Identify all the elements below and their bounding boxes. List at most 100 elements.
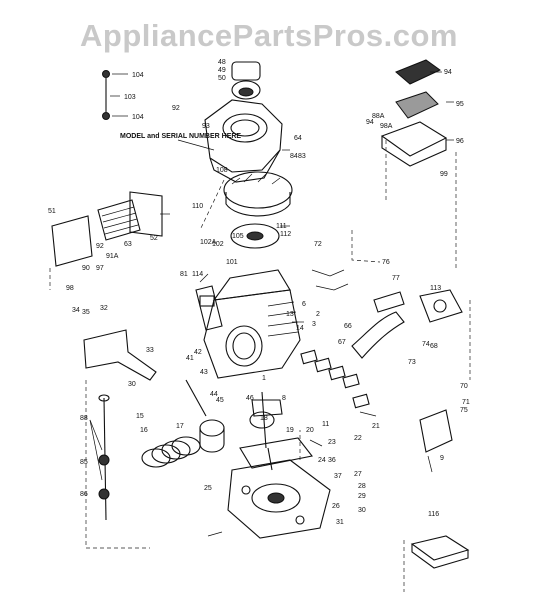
- part-label-42: 42: [194, 349, 202, 356]
- part-label-98: 98: [66, 285, 74, 292]
- part-label-43: 43: [200, 369, 208, 376]
- part-label-75: 75: [460, 407, 468, 414]
- part-label-74: 74: [422, 341, 430, 348]
- part-label-102: 102: [212, 241, 224, 248]
- part-label-6: 6: [302, 301, 306, 308]
- part-label-97: 97: [96, 265, 104, 272]
- part-label-116: 116: [428, 511, 439, 518]
- part-label-102a: 102A: [200, 239, 217, 246]
- part-label-25: 25: [204, 485, 212, 492]
- part-label-21: 21: [372, 423, 380, 430]
- part-label-46: 46: [246, 395, 254, 402]
- part-label-14: 14: [296, 325, 304, 332]
- part-label-35: 35: [82, 309, 90, 316]
- part-label-113: 113: [430, 285, 441, 292]
- part-label-29: 29: [358, 493, 366, 500]
- part-label-81: 81: [180, 271, 188, 278]
- carburetor: [419, 289, 463, 323]
- part-label-3: 3: [312, 321, 316, 328]
- part-label-20: 20: [306, 427, 314, 434]
- piston-rings: [141, 436, 201, 468]
- part-label-37: 37: [334, 473, 342, 480]
- muffler: [195, 285, 223, 331]
- part-number-labels: 104103104484950929394959698A9499648388A8…: [48, 59, 470, 526]
- part-label-90: 90: [82, 265, 90, 272]
- governor-linkage: [311, 269, 405, 313]
- part-label-30: 30: [128, 381, 136, 388]
- sump-gasket: [239, 437, 313, 469]
- valve-gaskets: [300, 349, 370, 409]
- part-label-9: 9: [440, 455, 444, 462]
- part-label-18: 18: [260, 415, 268, 422]
- part-label-2: 2: [316, 311, 320, 318]
- part-label-105: 105: [232, 233, 244, 240]
- part-label-44: 44: [210, 391, 218, 398]
- part-label-93: 93: [202, 123, 210, 130]
- rod-studs: [102, 70, 110, 120]
- part-label-51: 51: [48, 208, 56, 215]
- part-label-32: 32: [100, 305, 108, 312]
- part-label-104: 104: [132, 114, 144, 121]
- part-label-1: 1: [262, 375, 266, 382]
- part-label-30: 30: [358, 507, 366, 514]
- part-label-15: 15: [136, 413, 144, 420]
- part-label-99: 99: [440, 171, 448, 178]
- part-label-68: 68: [430, 343, 438, 350]
- part-label-50: 50: [218, 75, 226, 82]
- part-label-24: 24: [318, 457, 326, 464]
- part-label-91a: 91A: [106, 253, 119, 260]
- crankshaft: [249, 391, 283, 471]
- part-label-63: 63: [124, 241, 132, 248]
- part-label-67: 67: [338, 339, 346, 346]
- part-label-72: 72: [314, 241, 322, 248]
- part-label-33: 33: [146, 347, 154, 354]
- part-label-8: 8: [282, 395, 286, 402]
- part-label-66: 66: [344, 323, 352, 330]
- part-label-70: 70: [460, 383, 468, 390]
- mounting-bracket: [83, 329, 157, 381]
- oil-fill: [419, 409, 453, 453]
- part-label-41: 41: [186, 355, 194, 362]
- part-label-111: 111: [276, 223, 287, 230]
- model-note: MODEL and SERIAL NUMBER HERE: [120, 133, 241, 151]
- part-label-27: 27: [354, 471, 362, 478]
- part-label-101: 101: [226, 259, 238, 266]
- part-label-45: 45: [216, 397, 224, 404]
- part-label-64: 64: [294, 135, 302, 142]
- part-label-13: 13: [286, 311, 294, 318]
- part-label-88a: 88A: [372, 113, 385, 120]
- part-label-98a: 98A: [380, 123, 393, 130]
- part-label-19: 19: [286, 427, 294, 434]
- part-label-83: 83: [298, 153, 306, 160]
- part-label-112: 112: [280, 231, 291, 238]
- part-label-16: 16: [140, 427, 148, 434]
- part-label-108: 108: [216, 167, 228, 174]
- part-label-96: 96: [456, 138, 464, 145]
- note-model: MODEL and SERIAL NUMBER HERE: [120, 133, 241, 140]
- part-label-49: 49: [218, 67, 226, 74]
- part-label-85: 85: [80, 459, 88, 466]
- part-label-28: 28: [358, 483, 366, 490]
- cylinder-block: [203, 269, 301, 379]
- part-label-31: 31: [336, 519, 344, 526]
- part-label-36: 36: [328, 457, 336, 464]
- gasket-kit: [410, 535, 470, 569]
- part-label-94: 94: [444, 69, 452, 76]
- blower-housing: [204, 99, 283, 183]
- part-label-52: 52: [150, 235, 158, 242]
- part-label-104: 104: [132, 72, 144, 79]
- crankcase-cover: [227, 459, 331, 539]
- part-label-95: 95: [456, 101, 464, 108]
- part-label-110: 110: [192, 203, 203, 210]
- dipstick-tube: [98, 394, 110, 521]
- ignition-plate: [230, 223, 280, 249]
- part-label-23: 23: [328, 439, 336, 446]
- part-label-94: 94: [366, 119, 374, 126]
- piston-assembly: [185, 379, 225, 453]
- cylinder-head: [51, 191, 163, 267]
- air-cleaner: [380, 59, 448, 167]
- part-label-34: 34: [72, 307, 80, 314]
- part-label-92: 92: [172, 105, 180, 112]
- part-label-77: 77: [392, 275, 400, 282]
